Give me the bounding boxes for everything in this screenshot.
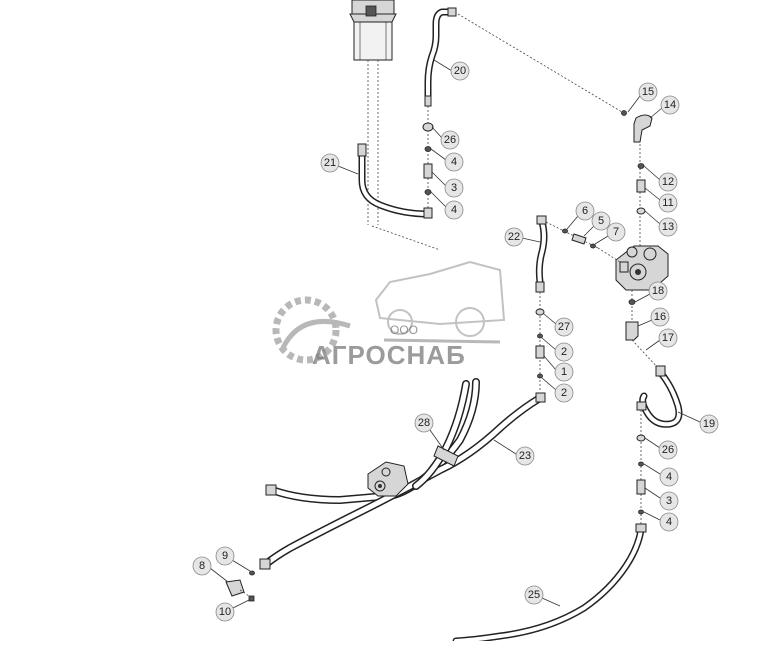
callout-17: 17 bbox=[645, 328, 678, 351]
svg-text:9: 9 bbox=[222, 550, 228, 562]
svg-text:4: 4 bbox=[666, 516, 672, 528]
svg-text:11: 11 bbox=[662, 197, 673, 209]
callout-20: 20 bbox=[433, 59, 470, 81]
callout-14: 14 bbox=[649, 95, 680, 119]
callout-6: 6 bbox=[566, 201, 595, 230]
callout-12: 12 bbox=[643, 165, 678, 192]
svg-text:13: 13 bbox=[662, 221, 674, 233]
svg-text:14: 14 bbox=[664, 99, 676, 111]
watermark-company: АГРОСНАБ bbox=[312, 340, 466, 370]
callout-3-upper: 3 bbox=[431, 171, 464, 198]
callout-21: 21 bbox=[320, 153, 359, 175]
svg-text:3: 3 bbox=[451, 182, 457, 194]
svg-text:28: 28 bbox=[418, 417, 430, 429]
callout-2-b: 2 bbox=[541, 377, 574, 403]
callout-11: 11 bbox=[644, 187, 678, 213]
svg-text:6: 6 bbox=[582, 205, 588, 217]
svg-text:23: 23 bbox=[519, 450, 531, 462]
svg-text:15: 15 bbox=[642, 86, 654, 98]
watermark-logo bbox=[272, 260, 506, 364]
svg-text:3: 3 bbox=[666, 495, 672, 507]
svg-text:4: 4 bbox=[451, 156, 457, 168]
svg-text:2: 2 bbox=[561, 387, 567, 399]
callout-27: 27 bbox=[543, 313, 574, 337]
svg-text:17: 17 bbox=[662, 332, 674, 344]
watermark-prefix: ООО bbox=[390, 323, 418, 337]
svg-text:8: 8 bbox=[199, 560, 205, 572]
svg-text:26: 26 bbox=[444, 134, 456, 146]
hose-19 bbox=[636, 365, 683, 428]
callout-10: 10 bbox=[215, 599, 250, 622]
callout-7: 7 bbox=[594, 222, 626, 245]
svg-text:4: 4 bbox=[666, 471, 672, 483]
svg-text:16: 16 bbox=[654, 311, 666, 323]
callout-26-lower: 26 bbox=[644, 437, 678, 460]
callout-22: 22 bbox=[504, 227, 541, 247]
svg-text:5: 5 bbox=[598, 215, 604, 227]
callout-2-a: 2 bbox=[541, 337, 574, 362]
long-hoses bbox=[259, 378, 546, 570]
svg-text:7: 7 bbox=[613, 226, 619, 238]
hose-25 bbox=[452, 523, 647, 645]
svg-text:25: 25 bbox=[528, 589, 540, 601]
callout-19: 19 bbox=[677, 411, 719, 434]
svg-text:4: 4 bbox=[451, 204, 457, 216]
callout-4-upper-b: 4 bbox=[430, 191, 464, 220]
svg-text:22: 22 bbox=[508, 231, 520, 243]
svg-text:2: 2 bbox=[561, 346, 567, 358]
svg-text:19: 19 bbox=[703, 418, 715, 430]
svg-text:27: 27 bbox=[558, 321, 570, 333]
callout-4-lower-a: 4 bbox=[643, 463, 679, 487]
svg-text:20: 20 bbox=[454, 65, 466, 77]
svg-text:10: 10 bbox=[219, 606, 231, 618]
fittings-9-8-10 bbox=[225, 570, 255, 602]
left-fitting-stack bbox=[422, 106, 434, 215]
svg-text:1: 1 bbox=[561, 366, 567, 378]
svg-text:12: 12 bbox=[662, 176, 674, 188]
callout-4-lower-b: 4 bbox=[643, 511, 679, 532]
callout-13: 13 bbox=[644, 210, 678, 237]
valve-block bbox=[597, 245, 669, 371]
hose-20 bbox=[424, 7, 623, 113]
hose-22 bbox=[535, 215, 548, 392]
fittings-6-5-7 bbox=[545, 221, 599, 249]
callout-16: 16 bbox=[637, 307, 670, 327]
callout-23: 23 bbox=[493, 439, 535, 466]
callout-3-lower: 3 bbox=[644, 487, 679, 511]
callout-26-upper: 26 bbox=[431, 126, 460, 150]
callout-9: 9 bbox=[215, 546, 251, 572]
callout-8: 8 bbox=[192, 556, 229, 583]
callout-28: 28 bbox=[414, 413, 445, 451]
right-upper-stack bbox=[621, 110, 653, 246]
svg-text:21: 21 bbox=[324, 157, 336, 169]
svg-text:18: 18 bbox=[652, 285, 664, 297]
svg-text:26: 26 bbox=[662, 444, 674, 456]
right-lower-stack bbox=[636, 410, 646, 530]
callout-4-upper-a: 4 bbox=[430, 148, 464, 172]
callout-25: 25 bbox=[524, 585, 561, 607]
callout-1: 1 bbox=[543, 355, 574, 382]
callout-5: 5 bbox=[583, 211, 611, 237]
callout-15: 15 bbox=[627, 82, 658, 113]
callout-18: 18 bbox=[634, 281, 668, 303]
hose-21 bbox=[357, 143, 433, 219]
